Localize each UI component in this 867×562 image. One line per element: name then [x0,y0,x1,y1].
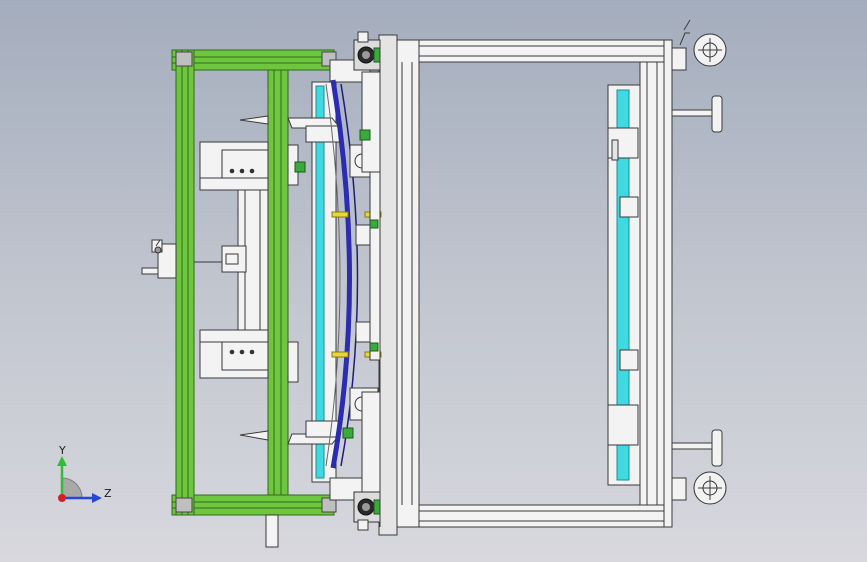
y-axis-label: Y [58,444,66,457]
levelling-foot-bottom [671,429,723,467]
levelling-foot-top [671,95,723,133]
main-steel-frame [378,34,673,536]
z-axis-label: Z [104,487,112,500]
caster-wheel-bottom [671,471,727,505]
right-carriage [607,84,641,486]
support-blocks [349,71,381,493]
orientation-triad: Y Z [57,444,112,503]
curved-blue-part [325,79,359,469]
caster-wheel-top [671,19,727,71]
quarter-circle [61,477,83,499]
green-aluminium-frame [171,49,337,516]
z-axis-arrow [92,493,102,503]
lower-clamp-assembly [199,329,299,441]
central-column [194,189,269,331]
cyan-guide-rail [311,81,337,483]
pivot-arms [287,59,371,501]
green-clamp-details [294,129,379,439]
bottom-support-post [265,514,279,548]
y-axis-arrow [57,456,67,466]
handwheel[interactable] [141,239,177,279]
bottom-corner-clamp [353,491,381,531]
top-corner-clamp [353,31,381,71]
x-axis-dot [58,494,66,502]
